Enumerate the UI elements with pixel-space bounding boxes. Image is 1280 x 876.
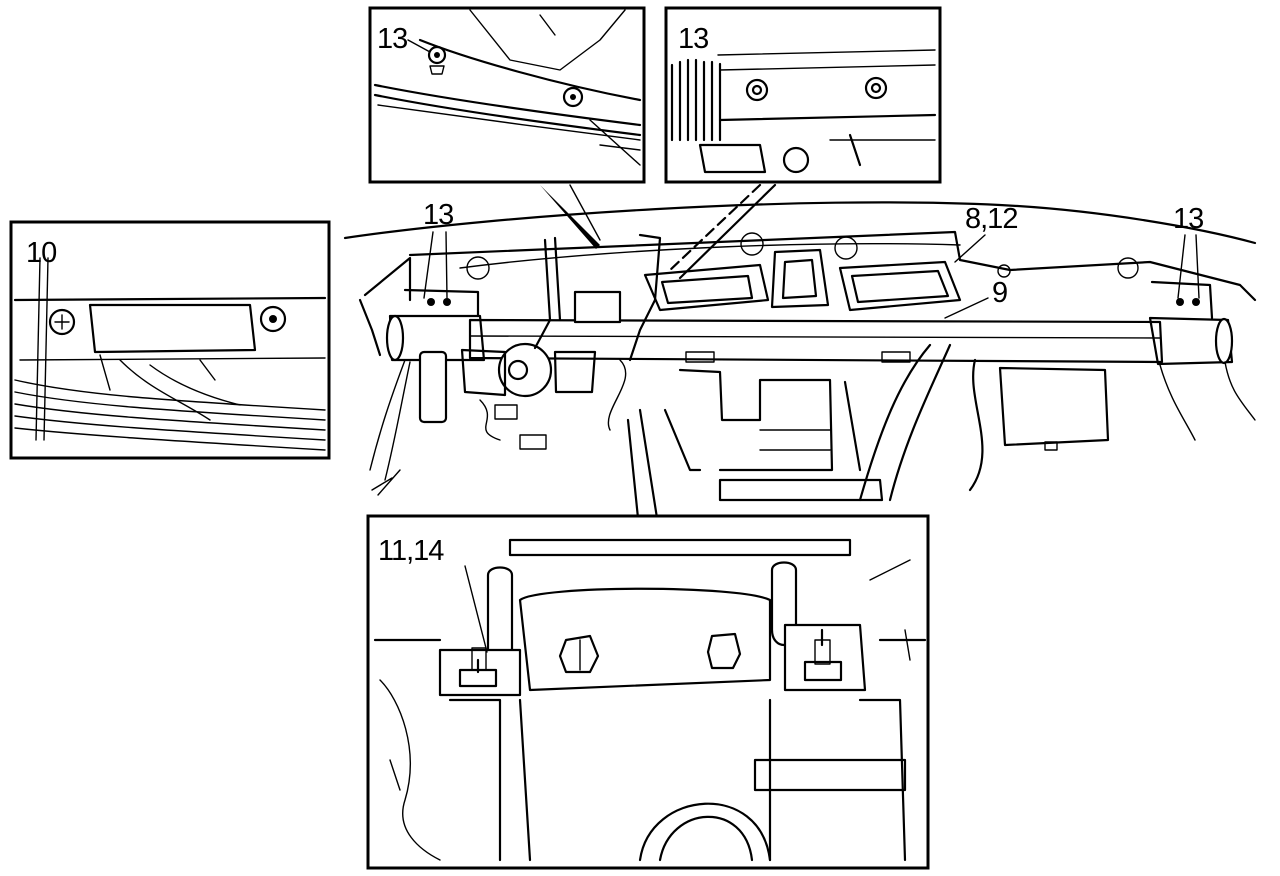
wire-harness-icon (14, 354, 326, 451)
inset-top-right: 13 (664, 6, 942, 184)
callout-13-left: 13 (423, 199, 453, 231)
nut-icon (706, 632, 742, 670)
bracket-right (783, 623, 867, 692)
bolt-icon (745, 78, 769, 102)
bolt-icon (864, 76, 888, 100)
glovebox (998, 366, 1110, 447)
callout-9: 9 (992, 277, 1007, 309)
callout-inset-left: 10 (26, 237, 56, 269)
callout-inset-top-right: 13 (678, 23, 708, 55)
inset-top-left: 13 (368, 6, 646, 184)
screw-icon (259, 305, 287, 333)
dash-top-curve (343, 201, 1257, 245)
steering-column (418, 233, 662, 450)
cross-beam (385, 314, 1234, 366)
hole-left (466, 256, 490, 280)
inset-left: 10 (9, 220, 331, 460)
vent-duct-assembly (643, 248, 962, 312)
bolt-icon (562, 86, 584, 108)
bracket-left (438, 647, 522, 697)
center-console (663, 368, 884, 502)
bolt-icon (427, 45, 447, 75)
main-view (343, 183, 1257, 520)
callout-inset-top-left: 13 (377, 23, 407, 55)
screw-icon (48, 308, 76, 336)
inset-bottom: 11,14 (366, 514, 930, 870)
nut-icon (558, 634, 600, 674)
callout-inset-bottom: 11,14 (378, 535, 444, 567)
vent-grille (670, 58, 722, 142)
callout-8-12: 8,12 (965, 203, 1017, 235)
left-post (486, 566, 514, 662)
callout-13-right: 13 (1173, 203, 1203, 235)
